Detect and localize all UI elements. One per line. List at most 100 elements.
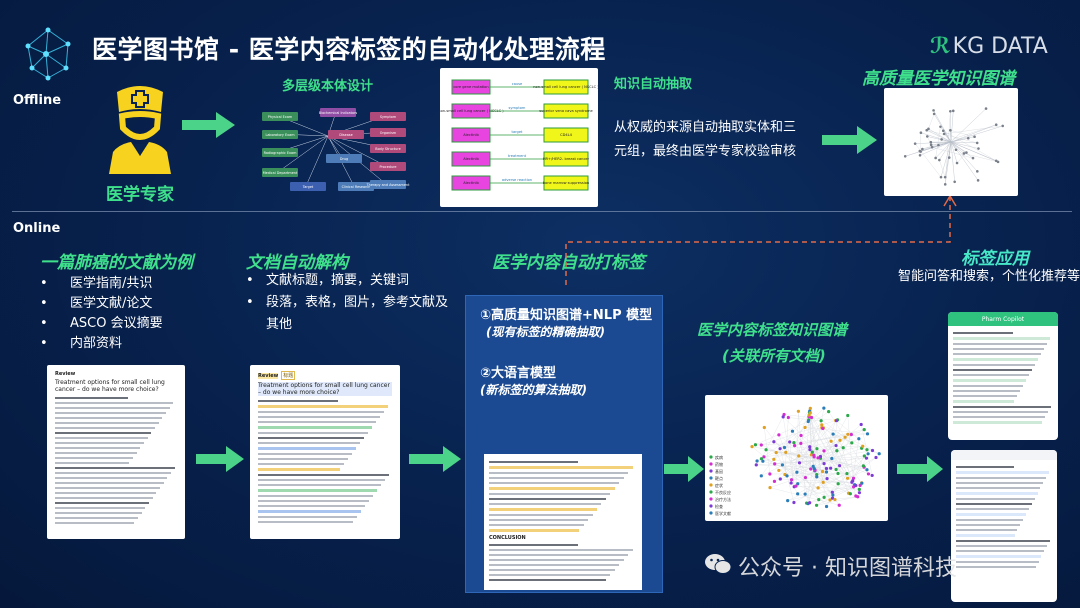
text-line	[489, 544, 578, 546]
text-line	[953, 385, 1023, 387]
svg-text:Symptom: Symptom	[380, 115, 397, 119]
text-line	[55, 402, 174, 404]
text-line	[55, 507, 146, 509]
text-line	[55, 497, 153, 499]
phone-screen-search	[951, 450, 1057, 602]
text-line	[489, 549, 633, 551]
app-desc: 智能问答和搜索，个性化推荐等	[898, 269, 1080, 284]
ontology-node: Organism	[370, 128, 406, 137]
svg-text:Therapy and Assessment: Therapy and Assessment	[366, 183, 410, 187]
svg-text:Clinical Research: Clinical Research	[342, 185, 371, 189]
text-line	[258, 474, 390, 476]
text-line	[55, 487, 160, 489]
legend-item: 基因	[709, 468, 723, 474]
text-line	[55, 412, 167, 414]
doc-conclusion: CONCLUSION	[489, 535, 526, 541]
legend-item: 药物	[709, 461, 723, 467]
doc-body-lines	[55, 397, 177, 524]
text-line	[956, 503, 1032, 505]
svg-text:基因: 基因	[715, 468, 723, 474]
network-logo-icon	[18, 24, 78, 84]
triple-row: non-small cell lung cancer ( NSCLC )symp…	[438, 103, 593, 119]
section-label-offline: Offline	[13, 93, 62, 108]
text-line	[55, 447, 141, 449]
text-line	[956, 566, 1036, 568]
svg-text:Body Structure: Body Structure	[375, 147, 400, 151]
text-line	[489, 519, 589, 521]
text-line	[258, 416, 380, 418]
svg-text:Physical Exam: Physical Exam	[268, 115, 293, 119]
tag-kg-graph: 疾病药物基因靶点症状不良反应治疗方法检查医学文献	[705, 395, 888, 521]
list-item: 医学文献/论文	[40, 294, 163, 314]
svg-text:Medical Department: Medical Department	[263, 171, 298, 175]
case-list: 医学指南/共识 医学文献/论文 ASCO 会议摘要 内部资料	[40, 274, 163, 354]
legend-item: 不良反应	[709, 489, 731, 495]
text-line	[489, 503, 602, 505]
doc-tag: 标题	[281, 371, 296, 380]
legend-item: 医学文献	[709, 510, 731, 516]
text-line	[55, 452, 137, 454]
svg-text:symptom: symptom	[509, 106, 526, 110]
parse-list: 文献标题，摘要，关键词 段落，表格，图片，参考文献及其他	[246, 270, 456, 336]
text-line	[956, 487, 1041, 489]
text-line	[55, 477, 168, 479]
text-line	[55, 482, 164, 484]
svg-text:cause: cause	[512, 82, 523, 86]
kg-graph-image	[884, 88, 1018, 196]
legend-item: 检查	[709, 503, 723, 509]
text-line	[55, 437, 148, 439]
text-line	[489, 498, 606, 500]
text-line	[953, 374, 1029, 376]
text-line	[55, 432, 152, 434]
svg-text:bone marrow suppression: bone marrow suppression	[543, 181, 589, 185]
svg-text:Disease: Disease	[339, 133, 352, 137]
svg-text:靶点: 靶点	[715, 475, 723, 481]
dashed-connector	[565, 196, 957, 286]
arrow-tagging-to-tagkg	[664, 456, 704, 482]
svg-text:不良反应: 不良反应	[715, 489, 731, 495]
document-page-parsed: Review 标题 Treatment options for small ce…	[250, 365, 400, 539]
text-line	[956, 540, 1051, 542]
text-line	[489, 529, 580, 532]
text-line	[953, 343, 1047, 345]
tagged-lines	[489, 461, 637, 532]
ontology-node: Symptom	[370, 112, 406, 121]
svg-text:Target: Target	[302, 185, 314, 189]
text-line	[55, 472, 171, 474]
case-title: 一篇肺癌的文献为例	[40, 253, 193, 273]
text-line	[258, 510, 362, 513]
text-line	[258, 447, 356, 450]
text-line	[55, 407, 170, 409]
svg-text:core gene mutation: core gene mutation	[453, 85, 488, 89]
tagkg-sub: (关联所有文档)	[722, 347, 826, 365]
doc-heading: Review	[258, 372, 279, 379]
ontology-node: Physical Exam	[262, 112, 298, 121]
legend-item: 靶点	[709, 475, 723, 481]
text-line	[489, 493, 611, 495]
svg-text:疾病: 疾病	[715, 454, 723, 460]
text-line	[489, 487, 615, 490]
text-line	[258, 458, 348, 460]
text-line	[489, 564, 620, 566]
doc-title: Treatment options for small cell lung ca…	[55, 379, 165, 393]
text-line	[489, 477, 624, 479]
text-line	[956, 519, 1024, 521]
watermark: 公众号 · 知识图谱科技	[738, 556, 957, 581]
svg-text:药物: 药物	[715, 461, 723, 467]
text-line	[489, 514, 593, 516]
text-line	[258, 489, 378, 492]
ontology-node: Laboratory Exam	[262, 130, 298, 139]
text-line	[956, 529, 1018, 531]
text-line	[953, 337, 1050, 340]
doctor-icon	[105, 82, 175, 178]
svg-text:non-small cell lung cancer ( N: non-small cell lung cancer ( NSCLC )	[533, 85, 598, 89]
text-line	[489, 569, 615, 571]
text-line	[489, 524, 584, 526]
expert-label: 医学专家	[106, 185, 174, 205]
text-line	[55, 422, 159, 424]
text-line	[258, 516, 358, 518]
text-line	[956, 498, 1035, 500]
text-line	[956, 508, 1029, 510]
